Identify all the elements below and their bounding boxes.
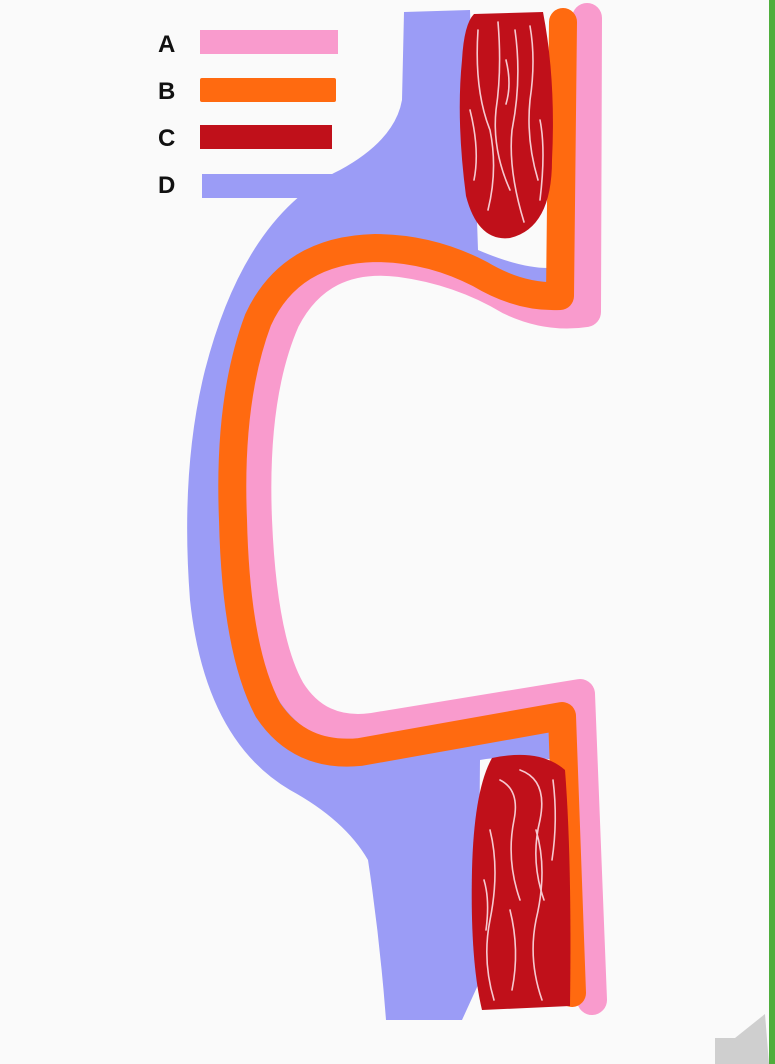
legend-swatch-b — [200, 78, 336, 102]
legend-label-a: A — [158, 31, 175, 58]
legend-swatch-c — [200, 125, 332, 149]
muscle-block-bottom — [472, 755, 571, 1010]
slide-frame-edge — [769, 0, 775, 1064]
legend-swatch-d — [202, 174, 334, 198]
legend-label-b: B — [158, 78, 175, 105]
speaker-icon[interactable] — [709, 1008, 775, 1064]
legend-label-c: C — [158, 125, 175, 152]
legend-label-d: D — [158, 172, 175, 199]
legend-swatch-a — [200, 30, 338, 54]
